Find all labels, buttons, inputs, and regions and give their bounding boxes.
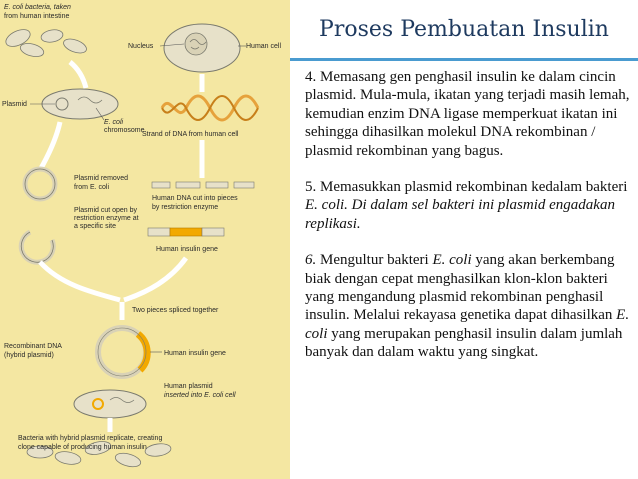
label-inserted-2: inserted into E. coli cell <box>164 392 236 399</box>
label-chromosome-2: chromosome <box>104 127 145 134</box>
ecoli-cell <box>30 88 119 121</box>
label-ecoli-source-2: from human intestine <box>4 13 69 20</box>
label-insulin-gene-2: Human insulin gene <box>164 350 226 357</box>
label-human-cell: Human cell <box>246 43 281 50</box>
step-6-text-6: yang merupakan penghasil insulin dalam j… <box>305 325 623 361</box>
label-dna-cut-2: by restriction enzyme <box>152 204 218 211</box>
ecoli-bacteria-cluster <box>5 29 87 57</box>
slide-title: Proses Pembuatan Insulin <box>319 16 609 42</box>
genetic-engineering-diagram: E. coli bacteria, taken from human intes… <box>0 0 290 479</box>
label-plasmid-removed-2: from E. coli <box>74 184 109 191</box>
label-recombinant-1: Recombinant DNA <box>4 343 62 350</box>
arrows-converge <box>38 256 189 320</box>
step-6-text-4: yang akan berkembang biak dengan cepat m… <box>305 252 617 324</box>
label-spliced: Two pieces spliced together <box>132 307 219 314</box>
title-divider <box>290 58 638 61</box>
step-6-text-1: 6. <box>305 252 317 269</box>
bacteria-clone-cluster <box>26 441 172 468</box>
dna-strand-helix <box>160 94 260 122</box>
label-inserted-1: Human plasmid <box>164 383 213 390</box>
arrows-top <box>37 60 205 178</box>
slide-content: 4. Memasang gen penghasil insulin ke dal… <box>305 68 635 380</box>
label-replicate-2: clone capable of producing human insulin <box>18 444 147 451</box>
label-strand-dna: Strand of DNA from human cell <box>142 131 239 138</box>
label-plasmid-cut-2: restriction enzyme at <box>74 215 139 222</box>
label-nucleus: Nucleus <box>128 43 154 50</box>
step-4-paragraph: 4. Memasang gen penghasil insulin ke dal… <box>305 68 635 160</box>
step-4-text: 4. Memasang gen penghasil insulin ke dal… <box>305 69 630 159</box>
ecoli-with-hybrid-plasmid <box>73 389 147 432</box>
human-dna-cut-pieces <box>151 181 255 189</box>
label-plasmid: Plasmid <box>2 101 27 108</box>
diagram-background <box>0 0 290 479</box>
label-plasmid-cut-3: a specific site <box>74 223 116 230</box>
step-5-paragraph: 5. Memasukkan plasmid rekombinan kedalam… <box>305 178 635 233</box>
label-ecoli-source-1: E. coli bacteria, taken <box>4 4 71 11</box>
label-dna-cut-1: Human DNA cut into pieces <box>152 195 238 202</box>
step-5-text-1: 5. Memasukkan plasmid rekombinan kedalam… <box>305 179 628 196</box>
step-6-text-5: E. coli <box>305 307 630 342</box>
label-plasmid-cut-1: Plasmid cut open by <box>74 207 138 214</box>
recombinant-plasmid <box>95 325 162 379</box>
human-insulin-gene-segment <box>147 227 225 237</box>
step-6-text-3: E. coli <box>432 252 472 269</box>
human-cell <box>159 23 246 73</box>
label-plasmid-removed-1: Plasmid removed <box>74 175 128 182</box>
label-recombinant-2: (hybrid plasmid) <box>4 352 54 359</box>
label-insulin-gene: Human insulin gene <box>156 246 218 253</box>
label-chromosome-1: E. coli <box>104 119 124 126</box>
label-replicate-1: Bacteria with hybrid plasmid replicate, … <box>18 435 162 442</box>
step-6-text-2: Mengultur bakteri <box>316 252 433 269</box>
step-6-paragraph: 6. Mengultur bakteri E. coli yang akan b… <box>305 251 635 361</box>
step-5-text-2: E. coli. Di dalam sel bakteri ini plasmi… <box>305 197 615 232</box>
